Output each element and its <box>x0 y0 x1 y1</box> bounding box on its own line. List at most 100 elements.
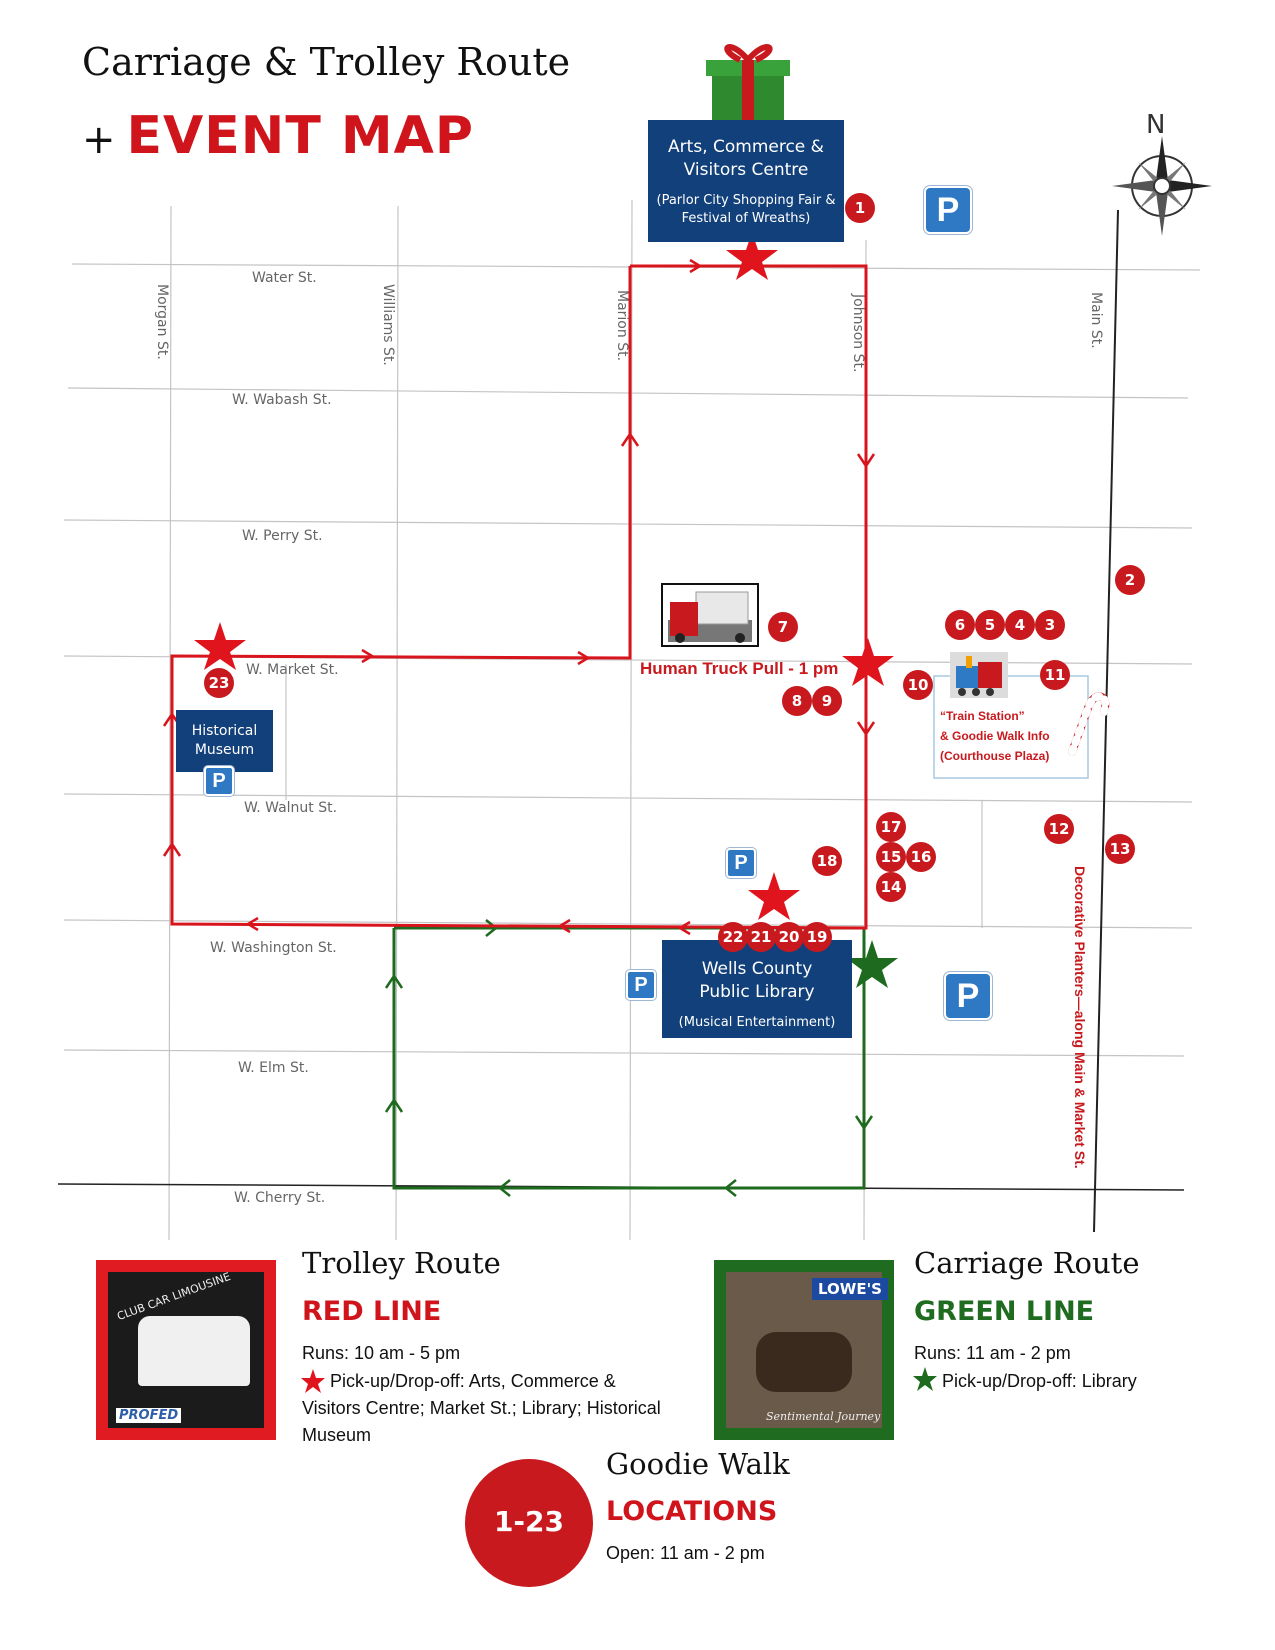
red-stars <box>194 232 894 920</box>
trolley-pickup: Pick-up/Drop-off: Arts, Commerce & Visit… <box>302 1368 662 1449</box>
goodie-badge-12: 12 <box>1044 814 1074 844</box>
carriage-photo: LOWE'S Sentimental Journey <box>726 1272 888 1428</box>
main-st-label: Main St. <box>1088 292 1104 349</box>
museum-box: Historical Museum <box>176 710 273 772</box>
arts-centre-box: Arts, Commerce & Visitors Centre (Parlor… <box>648 120 844 242</box>
goodie-badge-3: 3 <box>1035 610 1065 640</box>
planters-label: Decorative Planters—along Main & Market … <box>1072 866 1088 1169</box>
walnut-st-line <box>63 793 1193 803</box>
walnut-st-label: W. Walnut St. <box>244 800 338 816</box>
star-icon-legend-red <box>301 1369 325 1393</box>
parking-icon-east: P <box>944 972 992 1020</box>
carriage-heading: Carriage Route <box>914 1246 1140 1280</box>
star-icon-library <box>748 872 800 920</box>
plus-sign: + <box>82 117 117 163</box>
gift-icon <box>706 44 790 126</box>
green-star-icon <box>846 940 898 988</box>
truck-pull-label: Human Truck Pull - 1 pm <box>640 659 839 678</box>
green-arrows <box>384 919 874 1197</box>
train-icon <box>950 652 1008 698</box>
map-subtitle: +EVENT MAP <box>82 106 474 166</box>
carriage-sponsor: Sentimental Journey <box>766 1410 881 1423</box>
goodie-subheading: LOCATIONS <box>606 1496 778 1527</box>
trolley-photo: CLUB CAR LIMOUSINE PROFED <box>108 1270 264 1428</box>
train-station-text: “Train Station” & Goodie Walk Info (Cour… <box>940 706 1086 766</box>
star-icon-legend-green <box>913 1367 937 1391</box>
star-icon-market <box>194 622 246 670</box>
carriage-runs: Runs: 11 am - 2 pm <box>914 1343 1071 1363</box>
arts-centre-sub: (Parlor City Shopping Fair & Festival of… <box>656 193 836 226</box>
trolley-photo-frame: CLUB CAR LIMOUSINE PROFED <box>96 1260 276 1440</box>
williams-st-label: Williams St. <box>380 284 396 366</box>
goodie-badge-16: 16 <box>906 842 936 872</box>
trolley-heading: Trolley Route <box>302 1246 501 1280</box>
arts-centre-name: Arts, Commerce & Visitors Centre <box>668 137 824 180</box>
trolley-pickup-text: Pick-up/Drop-off: Arts, Commerce & Visit… <box>302 1371 661 1445</box>
goodie-badge-text: 1-23 <box>493 1505 565 1538</box>
goodie-badge-20: 20 <box>774 922 804 952</box>
elm-st-label: W. Elm St. <box>238 1060 309 1076</box>
perry-st-label: W. Perry St. <box>242 528 323 544</box>
goodie-heading: Goodie Walk <box>606 1447 790 1481</box>
trolley-route-red <box>170 264 868 930</box>
main-st-line <box>1093 209 1119 1233</box>
goodie-badge-22: 22 <box>718 922 748 952</box>
goodie-badge-18: 18 <box>812 846 842 876</box>
morgan-st-label: Morgan St. <box>154 284 170 360</box>
trolley-sponsor: PROFED <box>116 1408 182 1423</box>
cherry-st-label: W. Cherry St. <box>234 1190 326 1206</box>
trolley-shape <box>138 1316 250 1386</box>
red-arrows <box>162 258 876 936</box>
library-box: Wells County Public Library (Musical Ent… <box>662 940 852 1038</box>
goodie-badge-14: 14 <box>876 872 906 902</box>
goodie-badge-15: 15 <box>876 842 906 872</box>
goodie-badge-5: 5 <box>975 610 1005 640</box>
goodie-badge-8: 8 <box>782 686 812 716</box>
goodie-badge-9: 9 <box>812 686 842 716</box>
wabash-st-line <box>67 387 1189 399</box>
compass-north-label: N <box>1146 110 1166 140</box>
morgan-st-line <box>168 205 172 1241</box>
washington-st-label: W. Washington St. <box>210 940 337 956</box>
marion-st-label: Marion St. <box>614 290 630 362</box>
carriage-photo-frame: LOWE'S Sentimental Journey <box>714 1260 894 1440</box>
library-name: Wells County Public Library <box>699 959 815 1002</box>
parking-icon-washington: P <box>726 848 756 878</box>
goodie-badge-23: 23 <box>204 668 234 698</box>
goodie-badge-21: 21 <box>746 922 776 952</box>
truck-icon <box>661 583 759 647</box>
star-icon-arts <box>726 232 778 280</box>
carriage-pickup: Pick-up/Drop-off: Library <box>942 1371 1137 1391</box>
event-map-title: EVENT MAP <box>126 106 474 166</box>
carriage-subheading: GREEN LINE <box>914 1296 1095 1327</box>
goodie-badge-13: 13 <box>1105 834 1135 864</box>
wabash-st-label: W. Wabash St. <box>232 392 332 408</box>
star-icon-johnson <box>842 638 894 686</box>
trolley-subheading: RED LINE <box>302 1296 442 1327</box>
parking-icon-museum: P <box>204 766 234 796</box>
library-sub: (Musical Entertainment) <box>678 1015 836 1030</box>
museum-name: Historical Museum <box>191 723 258 758</box>
candy-cane-icon <box>1068 692 1110 756</box>
goodie-badge-1: 1 <box>845 193 875 223</box>
train-station-line2: & Goodie Walk Info <box>940 729 1050 743</box>
marion-st-line <box>629 199 633 1241</box>
trolley-runs: Runs: 10 am - 5 pm <box>302 1343 461 1363</box>
parking-icon-library: P <box>626 970 656 1000</box>
goodie-badge-11: 11 <box>1040 660 1070 690</box>
parking-icon-arts: P <box>924 186 972 234</box>
goodie-badge-10: 10 <box>903 670 933 700</box>
goodie-badge-4: 4 <box>1005 610 1035 640</box>
map-title: Carriage & Trolley Route <box>82 40 571 84</box>
goodie-badge-7: 7 <box>768 612 798 642</box>
carriage-photo-text: LOWE'S <box>812 1278 888 1300</box>
goodie-badge-19: 19 <box>802 922 832 952</box>
goodie-badge-2: 2 <box>1115 565 1145 595</box>
elm-st-line <box>63 1049 1185 1057</box>
water-st-label: Water St. <box>252 270 317 286</box>
horse-shape <box>756 1332 852 1392</box>
train-station-line1: “Train Station” <box>940 709 1025 723</box>
johnson-st-label: Johnson St. <box>850 294 866 373</box>
market-st-label: W. Market St. <box>246 662 339 678</box>
